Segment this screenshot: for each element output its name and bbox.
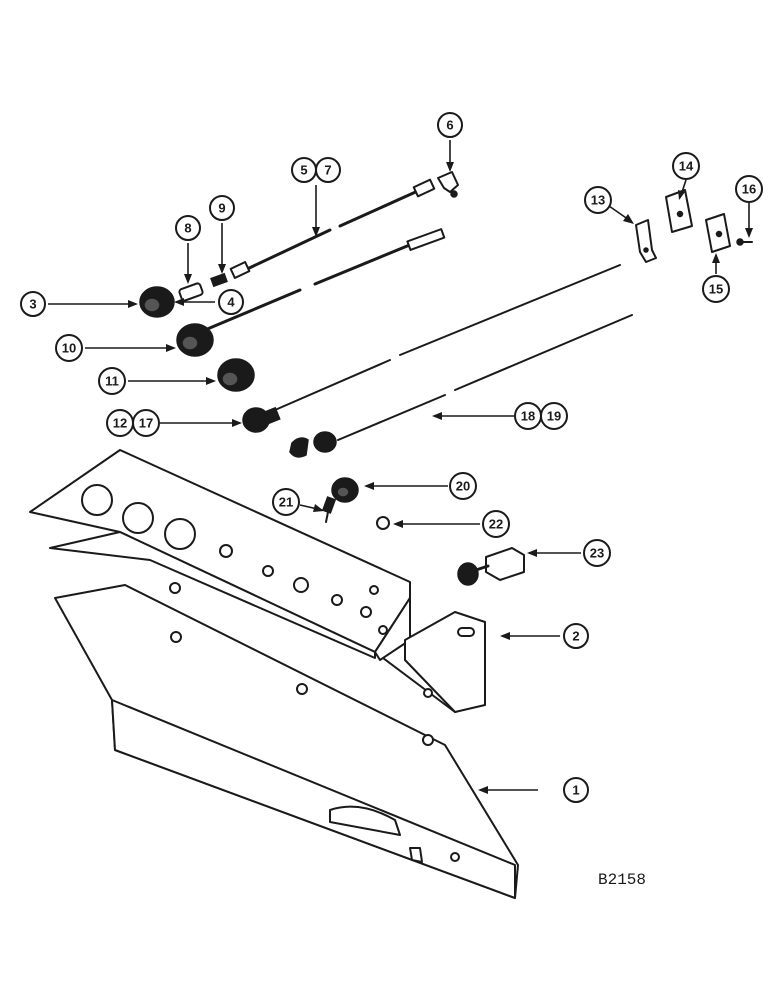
callout-1: 1 bbox=[563, 777, 589, 803]
part-22-cap bbox=[376, 516, 390, 530]
svg-text:20: 20 bbox=[456, 479, 470, 494]
part-11-knob bbox=[217, 358, 255, 392]
svg-text:23: 23 bbox=[590, 546, 604, 561]
svg-text:17: 17 bbox=[139, 416, 153, 431]
svg-text:15: 15 bbox=[709, 282, 723, 297]
callout-16: 16 bbox=[735, 175, 763, 203]
part-10-cable-control bbox=[176, 228, 446, 357]
svg-text:1: 1 bbox=[572, 783, 579, 798]
svg-text:3: 3 bbox=[29, 297, 36, 312]
callout-6: 6 bbox=[437, 112, 463, 138]
svg-text:7: 7 bbox=[324, 163, 331, 178]
callout-11: 11 bbox=[98, 367, 126, 395]
callout-19: 19 bbox=[540, 402, 568, 430]
callout-20: 20 bbox=[449, 472, 477, 500]
callout-13: 13 bbox=[584, 186, 612, 214]
callout-21: 21 bbox=[272, 488, 300, 516]
callout-23: 23 bbox=[583, 539, 611, 567]
leader-lines bbox=[48, 140, 753, 794]
callout-15: 15 bbox=[702, 275, 730, 303]
part-20-ignition-switch bbox=[331, 477, 359, 503]
svg-text:10: 10 bbox=[62, 341, 76, 356]
callout-8: 8 bbox=[175, 215, 201, 241]
svg-text:9: 9 bbox=[218, 201, 225, 216]
part-18-19-control-rod bbox=[289, 314, 633, 458]
part-8-sleeve bbox=[178, 282, 204, 302]
svg-text:14: 14 bbox=[679, 159, 694, 174]
part-2-upper-panel bbox=[29, 449, 486, 713]
svg-text:19: 19 bbox=[547, 409, 561, 424]
svg-text:12: 12 bbox=[113, 416, 127, 431]
part-16-screw bbox=[736, 238, 753, 246]
callout-2: 2 bbox=[563, 623, 589, 649]
svg-text:6: 6 bbox=[446, 118, 453, 133]
cable-assembly-5-7 bbox=[229, 178, 436, 279]
svg-text:4: 4 bbox=[227, 295, 235, 310]
svg-text:8: 8 bbox=[184, 221, 191, 236]
svg-text:2: 2 bbox=[572, 629, 579, 644]
callout-14: 14 bbox=[672, 152, 700, 180]
part-6-elbow-fitting bbox=[437, 171, 459, 198]
svg-text:21: 21 bbox=[279, 495, 293, 510]
svg-text:5: 5 bbox=[300, 163, 307, 178]
part-3-4-gauge-knob bbox=[139, 286, 175, 318]
callout-22: 22 bbox=[482, 510, 510, 538]
callout-7: 7 bbox=[315, 157, 341, 183]
callout-17: 17 bbox=[132, 409, 160, 437]
svg-text:13: 13 bbox=[591, 193, 605, 208]
svg-text:18: 18 bbox=[521, 409, 535, 424]
callout-18: 18 bbox=[514, 402, 542, 430]
part-12-17-control-rod bbox=[242, 264, 621, 433]
part-15-block bbox=[705, 213, 731, 253]
callout-5: 5 bbox=[291, 157, 317, 183]
part-1-lower-panel bbox=[54, 584, 519, 899]
part-9-adapter bbox=[210, 272, 228, 288]
callout-4: 4 bbox=[218, 289, 244, 315]
part-21-key bbox=[321, 496, 337, 523]
callout-12: 12 bbox=[106, 409, 134, 437]
svg-text:11: 11 bbox=[105, 374, 119, 389]
part-23-switch bbox=[457, 547, 525, 586]
callout-3: 3 bbox=[20, 291, 46, 317]
part-13-clip bbox=[635, 219, 657, 263]
figure-code: B2158 bbox=[598, 871, 646, 889]
svg-text:16: 16 bbox=[742, 182, 756, 197]
callout-9: 9 bbox=[209, 195, 235, 221]
svg-text:22: 22 bbox=[489, 517, 503, 532]
callout-10: 10 bbox=[55, 334, 83, 362]
